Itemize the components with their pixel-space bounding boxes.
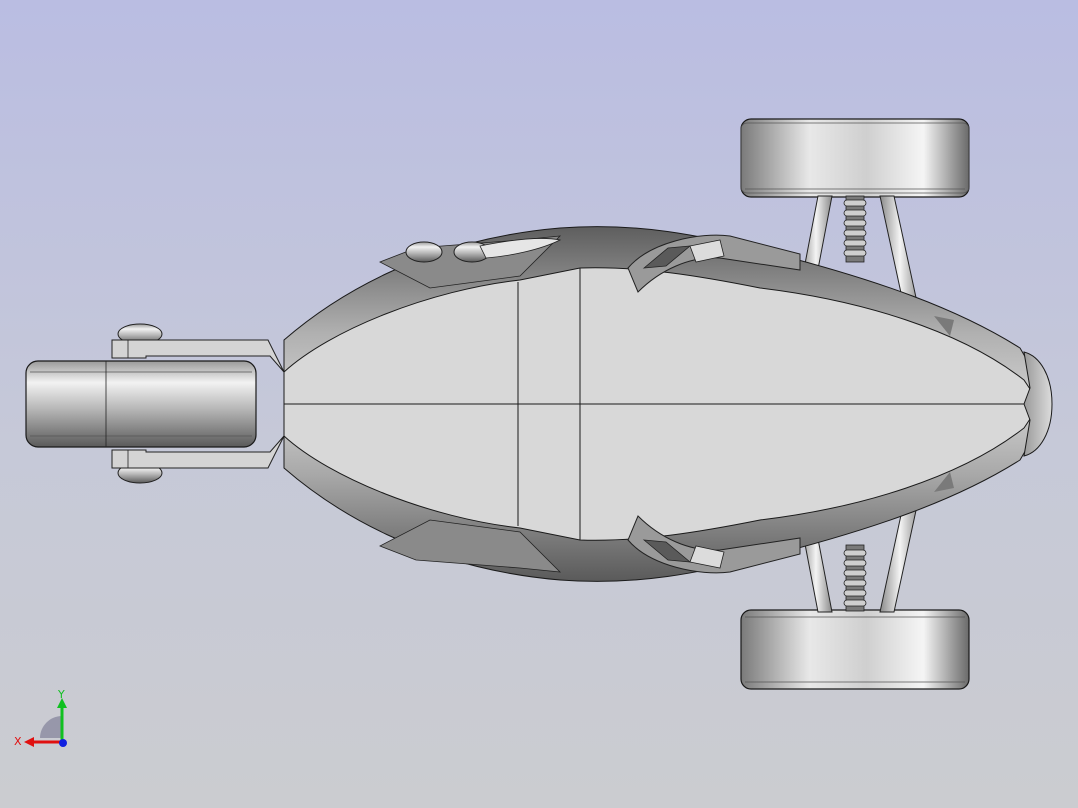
vehicle-body[interactable] <box>283 226 1053 582</box>
front-right-wheel[interactable] <box>740 118 970 198</box>
x-axis-label: X <box>14 735 22 748</box>
y-axis-label: Y <box>57 688 65 701</box>
rear-wheel[interactable] <box>25 323 285 484</box>
front-left-wheel[interactable] <box>740 609 970 690</box>
z-axis-dot <box>59 739 67 747</box>
axis-triad: Y X <box>14 688 67 748</box>
